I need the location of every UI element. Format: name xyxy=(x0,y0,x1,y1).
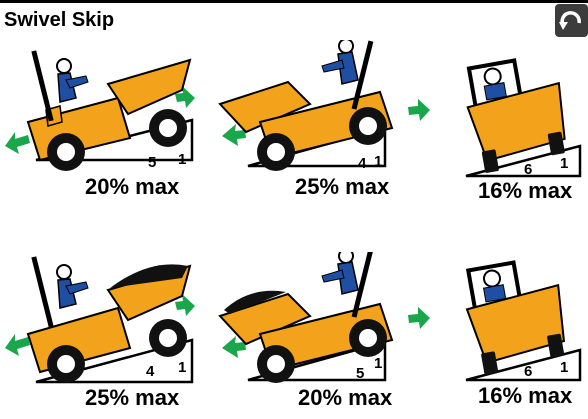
ratio-rise-label: 1 xyxy=(560,155,568,172)
grade-label: 20% max xyxy=(85,174,180,199)
ratio-run-label: 5 xyxy=(148,154,156,171)
ratio-run-label: 6 xyxy=(524,363,532,380)
arrow-left-icon xyxy=(222,124,246,146)
ratio-rise-label: 1 xyxy=(178,151,186,168)
ratio-rise-label: 1 xyxy=(178,359,186,376)
dumper-side xyxy=(26,50,192,171)
dumper-front xyxy=(465,260,566,375)
scene-row2-side-skip-front-loaded: 4 1 25% max xyxy=(0,252,200,412)
arrow-right-icon xyxy=(408,307,430,329)
arrow-right-icon xyxy=(175,294,195,316)
ratio-run-label: 5 xyxy=(356,365,364,382)
arrow-left-icon xyxy=(5,132,30,154)
scene-row2-front-view: 6 1 16% max xyxy=(456,256,588,411)
scene-row1-side-skip-front: 5 1 20% max xyxy=(0,40,200,200)
grade-label: 25% max xyxy=(295,174,390,199)
arrow-left-icon xyxy=(222,336,246,358)
arrow-left-icon xyxy=(5,334,30,356)
load-material xyxy=(224,290,286,314)
rotate-arrow-icon xyxy=(559,11,581,30)
arrow-right-icon xyxy=(175,86,195,108)
ratio-rise-label: 1 xyxy=(560,359,568,376)
ratio-rise-label: 1 xyxy=(374,153,382,170)
scene-row2-side-skip-rear-loaded: 5 1 20% max xyxy=(210,252,440,412)
scene-row1-side-skip-rear: 4 1 25% max xyxy=(210,40,440,200)
grade-label: 25% max xyxy=(85,385,180,410)
grade-label: 16% max xyxy=(478,178,573,203)
grade-label: 20% max xyxy=(298,385,393,410)
page-title: Swivel Skip xyxy=(4,9,115,31)
ratio-run-label: 4 xyxy=(146,363,155,380)
dumper-side xyxy=(218,252,394,383)
ratio-run-label: 6 xyxy=(524,161,532,178)
grade-label: 16% max xyxy=(478,383,573,408)
dumper-front xyxy=(466,58,566,173)
scene-row1-front-view: 6 1 16% max xyxy=(456,50,588,205)
arrow-right-icon xyxy=(408,99,430,121)
load-material xyxy=(110,264,188,288)
top-border xyxy=(0,0,588,3)
reset-button[interactable] xyxy=(555,4,588,37)
ratio-run-label: 4 xyxy=(358,155,367,172)
dumper-side xyxy=(218,40,394,171)
ratio-rise-label: 1 xyxy=(374,355,382,372)
dumper-side xyxy=(26,256,192,383)
